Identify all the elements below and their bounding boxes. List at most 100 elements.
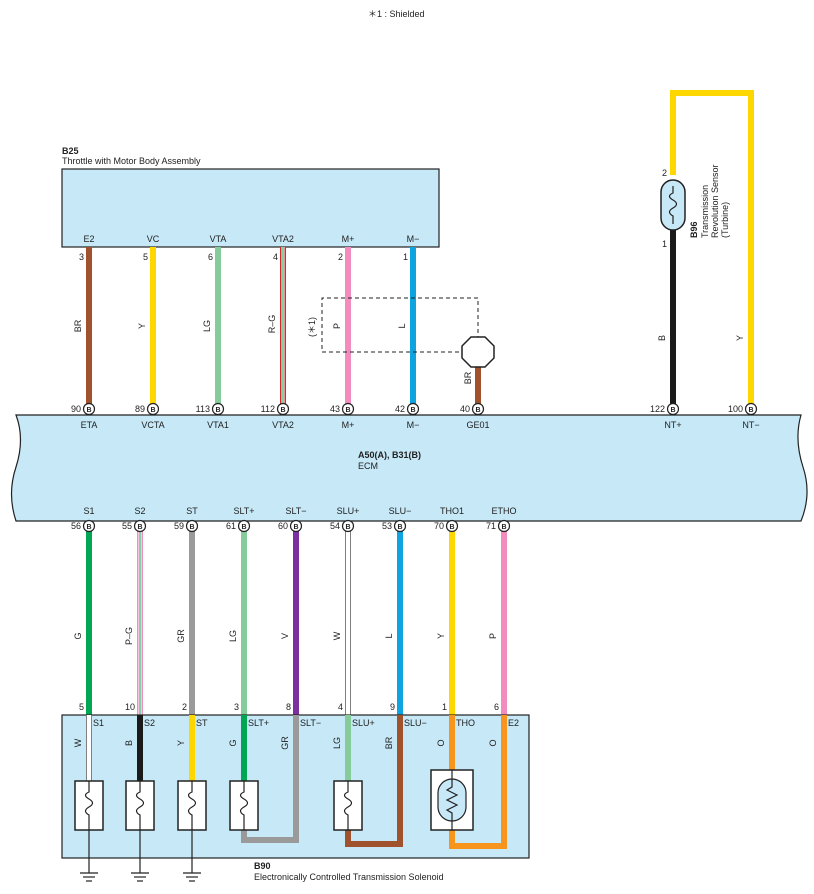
ecm-pin: 59 [174,521,184,531]
ecm-pin: 55 [122,521,132,531]
throttle-pin: 2 [338,252,343,262]
throttle-terminal-name: M+ [342,234,355,244]
ecm-pin: 60 [278,521,288,531]
ecm-connector-letter: B [345,524,350,531]
ecm-terminal-name: S1 [83,506,94,516]
wire-label: LG [202,320,212,332]
solenoid-coil-icon [229,780,259,831]
ecm-terminal-name: M− [407,420,420,430]
solenoid-pin: 5 [79,702,84,712]
throttle-code: B25 [62,146,79,156]
solenoid-coil-icon [333,780,363,831]
ecm-connector-letter: B [150,407,155,414]
ecm-connector-letter: B [475,407,480,414]
ecm-connector-letter: B [748,407,753,414]
ecm-connector-letter: B [241,524,246,531]
ecm-pin: 40 [460,404,470,414]
inner-wire-br-sluminus [345,715,403,847]
wire-label: B [124,740,134,746]
solenoid-coil-icon [177,780,207,831]
ecm-connector-letter: B [86,524,91,531]
ecm-connector-letter: B [280,407,285,414]
wire-label: O [488,739,498,746]
solenoid-coil-icon [125,780,155,831]
wire-label: L [384,633,394,638]
solenoid-terminal-name: ST [196,718,208,728]
ecm-pin: 61 [226,521,236,531]
wire-label: BR [73,319,83,332]
throttle-terminal-name: VTA [210,234,227,244]
ecm-connector-letter: B [86,407,91,414]
wire-label: BR [384,736,394,749]
solenoid-pin: 8 [286,702,291,712]
solenoid-pin: 2 [182,702,187,712]
wire-label: G [73,632,83,639]
ecm-connector-letter: B [449,524,454,531]
wire-label: Y [137,323,147,329]
solenoid-pin: 10 [125,702,135,712]
ecm-terminal-name: VCTA [141,420,164,430]
ecm-pin: 112 [261,404,275,414]
ecm-pin: 113 [196,404,210,414]
ecm-name: ECM [358,461,378,471]
ecm-pin: 71 [486,521,496,531]
ground-icon [80,858,98,882]
solenoid-name: Electronically Controlled Transmission S… [254,872,444,882]
ecm-body [10,414,808,522]
inner-wire-o-e2 [449,715,507,849]
ecm-pin: 43 [330,404,340,414]
ecm-bottom-terminals [82,519,511,533]
solenoid-terminal-name: SLT− [300,718,321,728]
wire-label: P–G [124,627,134,645]
throttle-terminal-name: VTA2 [272,234,294,244]
wire-label: LG [228,630,238,642]
wire-label: O [436,739,446,746]
ecm-pin: 89 [135,404,145,414]
ecm-connector-letter: B [293,524,298,531]
solenoid-coil-icon [74,780,104,831]
ecm-connector-letter: B [410,407,415,414]
shield-note: ＊1 : Shielded [368,9,425,19]
solenoid-terminal-name: S1 [93,718,104,728]
wire-label: BR [463,371,473,384]
solenoid-pin: 4 [338,702,343,712]
ground-point-octagon [461,336,495,368]
turbine-sensor-name: Revolution Sensor [710,164,720,238]
solenoid-terminal-name: S2 [144,718,155,728]
throttle-pin: 4 [273,252,278,262]
ecm-terminal-name: VTA2 [272,420,294,430]
ecm-terminal-name: S2 [134,506,145,516]
ecm-connector-letter: B [215,407,220,414]
ecm-pin: 90 [71,404,81,414]
throttle-body-box [61,168,440,248]
wire-label: W [73,738,83,747]
solenoid-terminal-name: E2 [508,718,519,728]
ecm-connector-letter: B [189,524,194,531]
ecm-terminal-name: ETHO [491,506,516,516]
solenoid-terminal-name: SLU− [404,718,427,728]
wire-label: GR [176,629,186,643]
throttle-pin: 1 [403,252,408,262]
wire-label: B [657,335,667,341]
wire-label: R–G [267,315,277,334]
ecm-terminal-name: THO1 [440,506,464,516]
sensor-pin: 1 [662,239,667,249]
ecm-pin: 54 [330,521,340,531]
wire-label: V [280,633,290,639]
solenoid-terminal-name: THO [456,718,475,728]
ecm-top-terminals [82,402,758,416]
ecm-connector-letter: B [137,524,142,531]
throttle-terminal-name: E2 [83,234,94,244]
ecm-terminal-name: SLU− [389,506,412,516]
solenoid-terminal-name: SLT+ [248,718,269,728]
wire-label: GR [280,736,290,750]
turbine-sensor-name: Transmission [700,185,710,238]
ecm-pin: 56 [71,521,81,531]
wire-label: LG [332,737,342,749]
wire-label: P [488,633,498,639]
ecm-connector-letter: B [397,524,402,531]
throttle-pin: 5 [143,252,148,262]
ecm-connector-letter: B [345,407,350,414]
throttle-name: Throttle with Motor Body Assembly [62,156,201,166]
